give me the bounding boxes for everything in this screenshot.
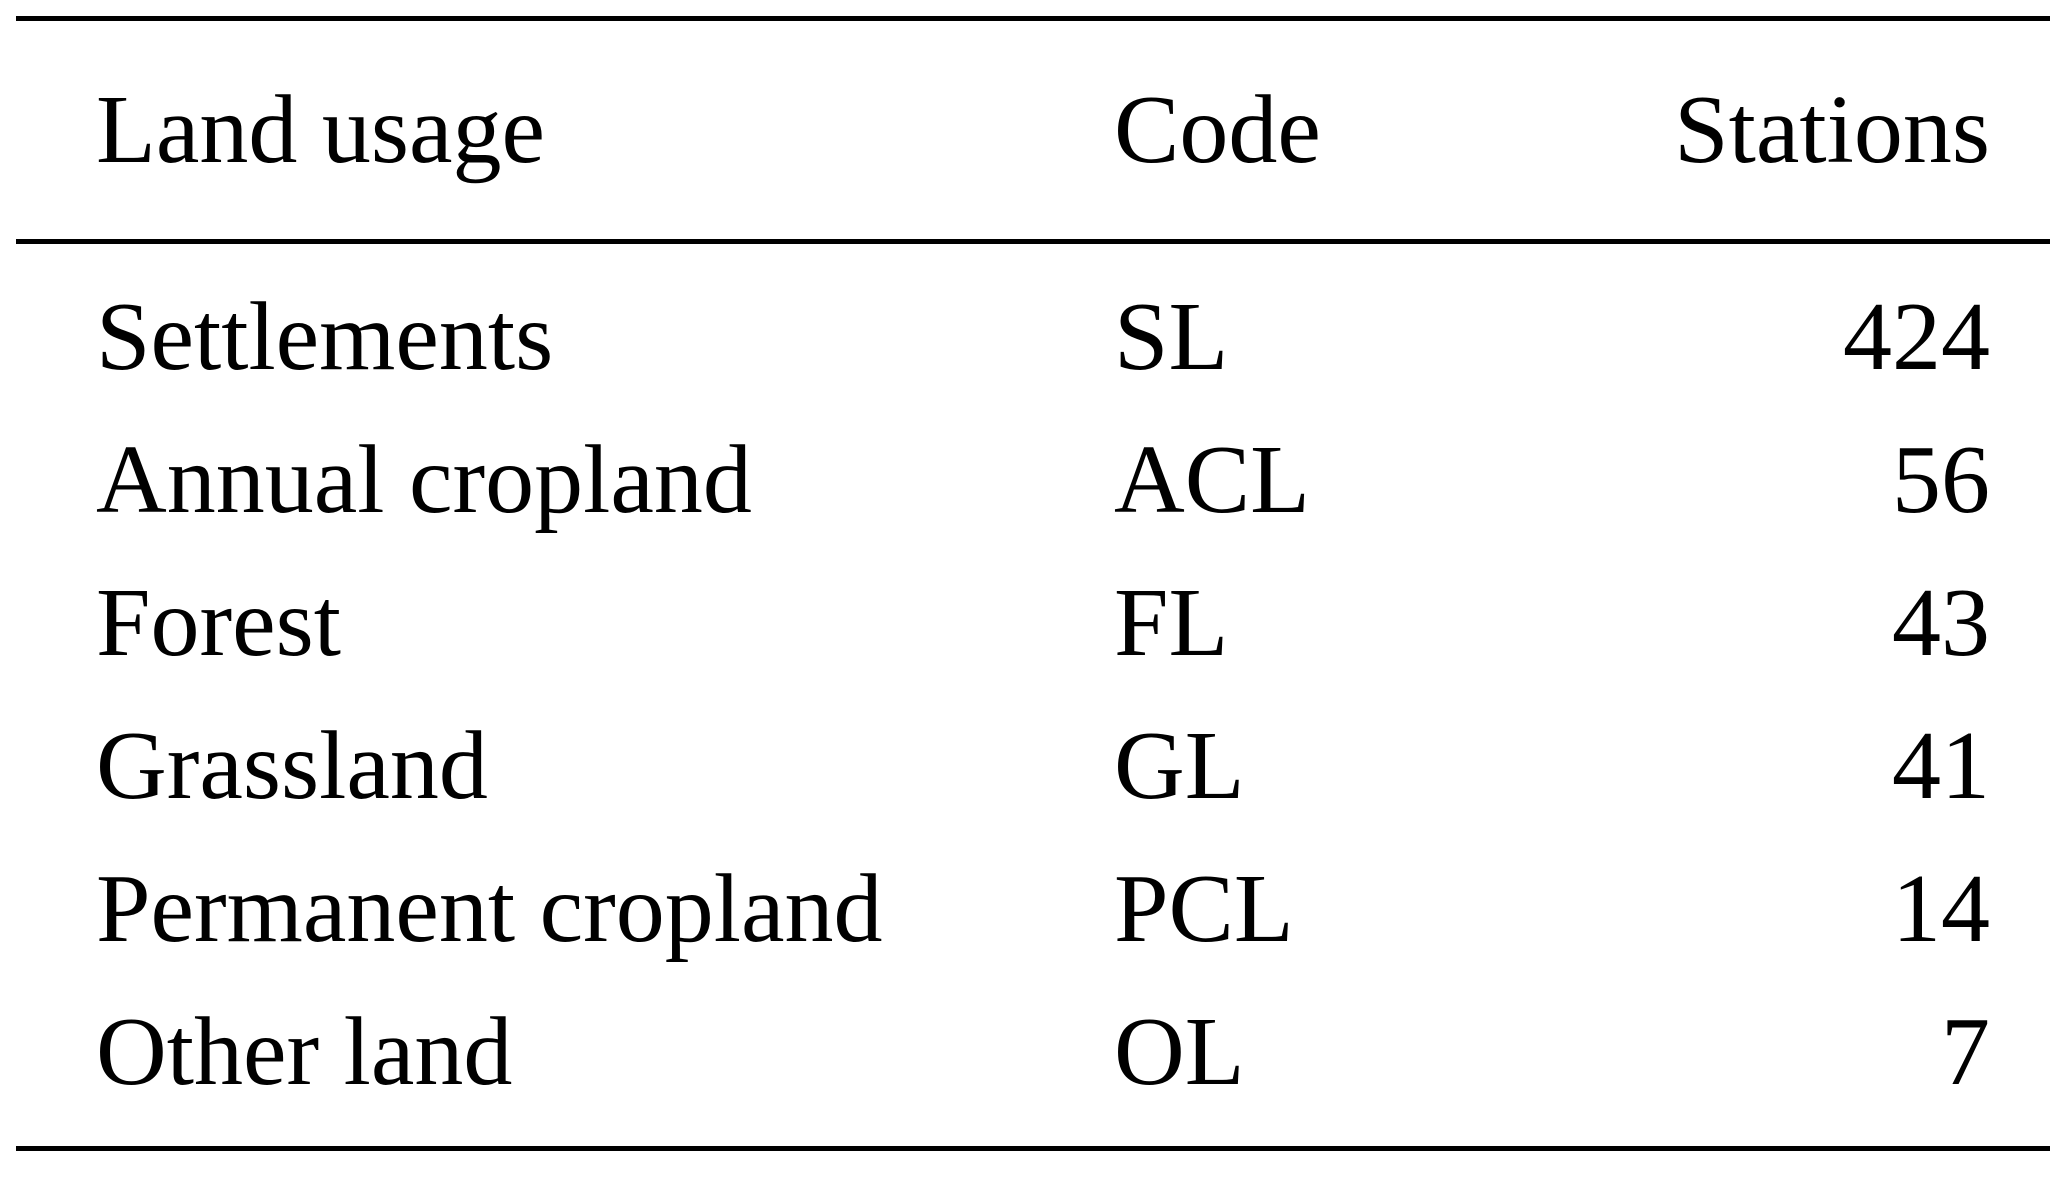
cell-code: GL (1114, 712, 1245, 820)
cell-land-usage: Annual cropland (96, 426, 752, 534)
cell-spacer (1990, 838, 2050, 981)
cell-stations: 14 (1892, 855, 1990, 963)
table-row: Annual cropland ACL 56 (16, 409, 2050, 552)
cell-stations: 41 (1892, 712, 1990, 820)
header-row: Land usage Code Stations (16, 21, 2050, 239)
cell-code: SL (1114, 283, 1229, 391)
cell-spacer (1990, 981, 2050, 1146)
header-code: Code (1114, 76, 1321, 184)
table-row: Permanent cropland PCL 14 (16, 838, 2050, 981)
cell-code: OL (1114, 998, 1245, 1106)
cell-stations: 56 (1892, 426, 1990, 534)
cell-spacer (1990, 409, 2050, 552)
cell-stations: 7 (1941, 998, 1990, 1106)
cell-land-usage: Grassland (96, 712, 488, 820)
table-row: Other land OL 7 (16, 981, 2050, 1146)
cell-code: PCL (1114, 855, 1294, 963)
cell-land-usage: Permanent cropland (96, 855, 883, 963)
cell-land-usage: Forest (96, 569, 341, 677)
table-row: Forest FL 43 (16, 552, 2050, 695)
header-stations: Stations (1674, 76, 1990, 184)
cell-land-usage: Other land (96, 998, 513, 1106)
cell-stations: 43 (1892, 569, 1990, 677)
table-body: Settlements SL 424 Annual cropland ACL 5… (16, 244, 2050, 1146)
cell-spacer (1990, 552, 2050, 695)
cell-code: FL (1114, 569, 1229, 677)
cell-land-usage: Settlements (96, 283, 554, 391)
top-rule (16, 16, 2050, 21)
header-spacer (1990, 21, 2050, 239)
cell-code: ACL (1114, 426, 1310, 534)
cell-spacer (1990, 244, 2050, 409)
header-land-usage: Land usage (96, 76, 545, 184)
cell-spacer (1990, 695, 2050, 838)
table-row: Grassland GL 41 (16, 695, 2050, 838)
bottom-rule (16, 1146, 2050, 1151)
table-header: Land usage Code Stations (16, 21, 2050, 239)
header-rule (16, 239, 2050, 244)
cell-stations: 424 (1843, 283, 1990, 391)
table-row: Settlements SL 424 (16, 244, 2050, 409)
land-usage-table: Land usage Code Stations Settlements SL … (16, 16, 2050, 1151)
